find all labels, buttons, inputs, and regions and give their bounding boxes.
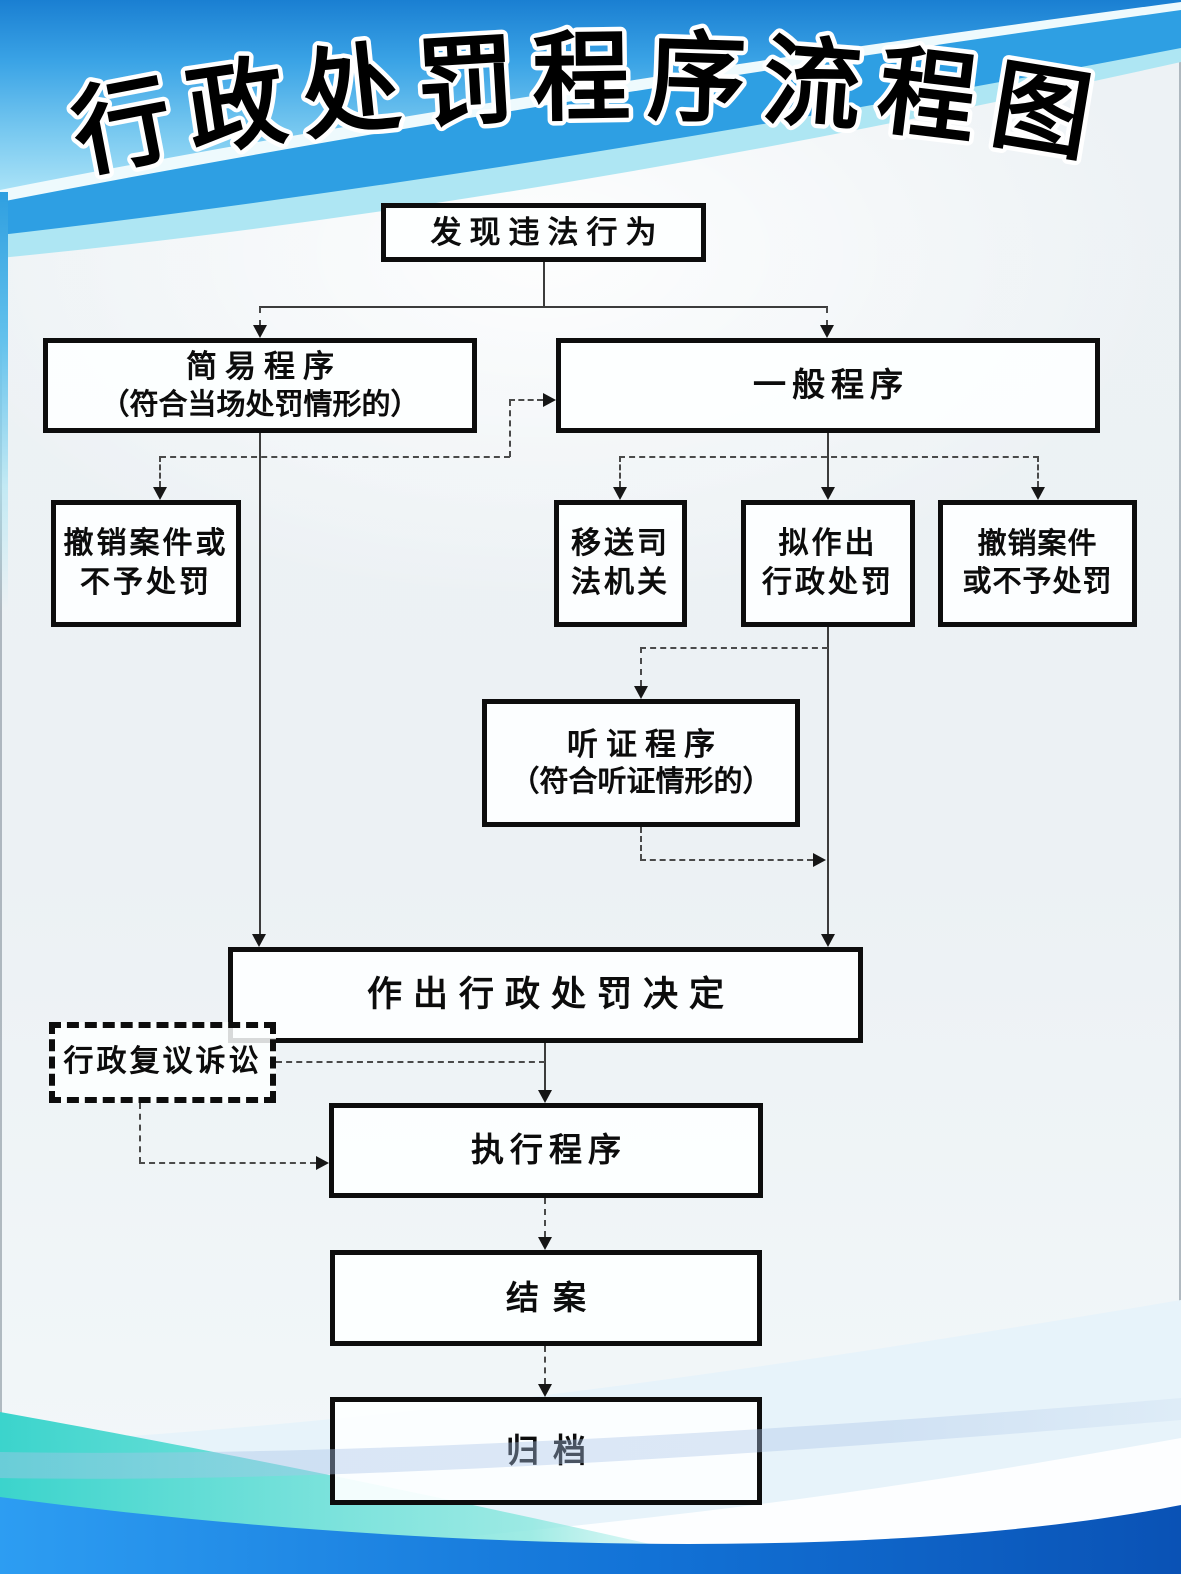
node-execution-procedure: 执行程序 — [329, 1103, 763, 1198]
connector-review-link — [276, 1061, 545, 1063]
header-left-band — [0, 192, 8, 612]
arrow-hearing-rejoin — [813, 853, 826, 867]
arrow-to-close — [538, 1237, 552, 1250]
node-discover-violation: 发现违法行为 — [381, 203, 706, 262]
node-hearing-procedure: 听证程序 （符合听证情形的） — [482, 699, 800, 827]
connector-hearing-branch-v — [640, 647, 642, 686]
node-proposed-penalty: 拟作出 行政处罚 — [741, 500, 915, 627]
arrow-decision-right — [821, 934, 835, 947]
arrow-to-hearing — [634, 686, 648, 699]
arrow-to-transfer — [613, 487, 627, 500]
connector-simple-branch — [160, 456, 510, 458]
connector-split-horizontal — [259, 306, 828, 308]
node-general-procedure: 一般程序 — [556, 338, 1100, 433]
node-transfer-judicial: 移送司 法机关 — [554, 500, 687, 627]
node-admin-review-litigation: 行政复议诉讼 — [49, 1022, 276, 1103]
connector-decision-down — [544, 1043, 546, 1090]
arrow-to-propose — [821, 487, 835, 500]
connector-to-cancel-right — [1037, 456, 1039, 487]
connector-general-down — [827, 432, 829, 487]
connector-execution-down — [544, 1198, 546, 1237]
right-edge-line — [1179, 0, 1181, 1574]
connector-discover-down — [543, 261, 545, 307]
node-simple-procedure: 简易程序 （符合当场处罚情形的） — [43, 338, 477, 433]
arrow-decision-left — [252, 934, 266, 947]
connector-simple-to-general-up — [509, 400, 511, 457]
connector-hearing-out-v — [640, 827, 642, 860]
connector-review-right — [139, 1162, 316, 1164]
connector-to-general — [826, 307, 828, 326]
connector-to-simple — [259, 307, 261, 326]
node-case-closed: 结案 — [330, 1250, 762, 1346]
arrow-to-simple — [253, 325, 267, 338]
arrow-to-cancel-left — [153, 487, 167, 500]
left-edge-line — [0, 0, 2, 1574]
arrow-to-archive — [538, 1384, 552, 1397]
connector-to-cancel-left — [159, 456, 161, 487]
page-title: 行政处罚程序流程图 — [64, 22, 1115, 190]
node-archive: 归档 — [330, 1397, 762, 1505]
arrow-to-general — [820, 325, 834, 338]
connector-close-down — [544, 1346, 546, 1384]
arrow-to-execution — [538, 1090, 552, 1103]
connector-general-branch — [619, 456, 1039, 458]
node-dismiss-case-right: 撤销案件 或不予处罚 — [938, 500, 1137, 627]
connector-propose-to-decision — [827, 627, 829, 934]
node-dismiss-case-left: 撤销案件或 不予处罚 — [51, 500, 241, 627]
connector-simple-to-decision — [259, 432, 261, 935]
connector-hearing-branch-h — [640, 647, 828, 649]
connector-simple-to-general-right — [509, 399, 543, 401]
node-penalty-decision: 作出行政处罚决定 — [228, 947, 863, 1043]
connector-to-transfer — [619, 456, 621, 487]
arrow-to-cancel-right — [1031, 487, 1045, 500]
arrow-into-execution-left — [316, 1156, 329, 1170]
connector-hearing-out-h — [640, 859, 813, 861]
connector-review-down — [139, 1103, 141, 1163]
arrow-into-general-left — [543, 393, 556, 407]
